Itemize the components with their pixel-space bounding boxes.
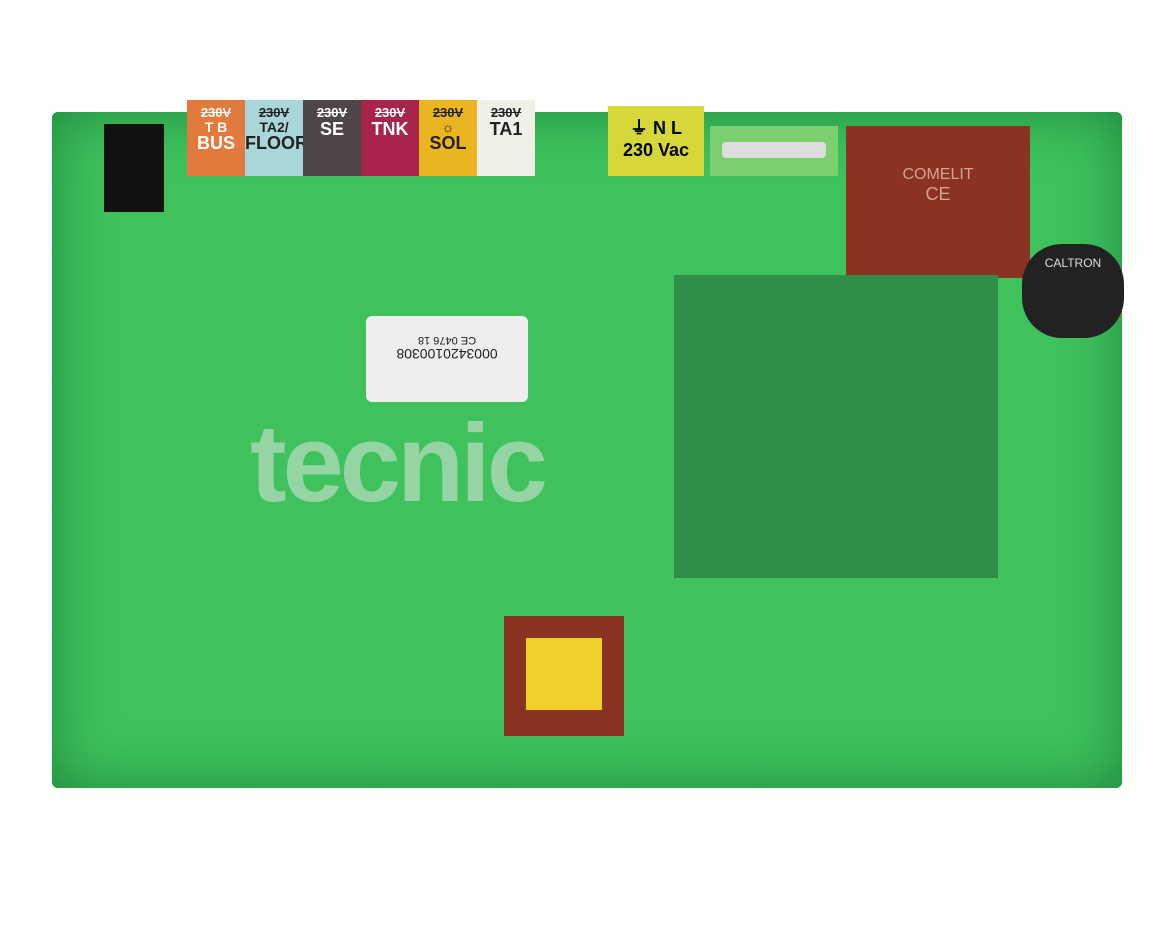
terminal-sol: 230V☼SOL — [419, 100, 477, 176]
inductor — [504, 616, 624, 736]
rj11-jack — [104, 124, 164, 212]
power-terminal: ⏚ N L 230 Vac — [608, 106, 704, 176]
fuse — [710, 126, 838, 176]
barcode-sticker: 0003420100308 CE 0476 18 — [366, 316, 528, 402]
daughter-board — [674, 275, 998, 578]
watermark: tecnic — [250, 402, 548, 525]
caltron-capacitor: CALTRON — [1022, 244, 1124, 338]
transformer: COMELIT CE — [846, 126, 1030, 278]
